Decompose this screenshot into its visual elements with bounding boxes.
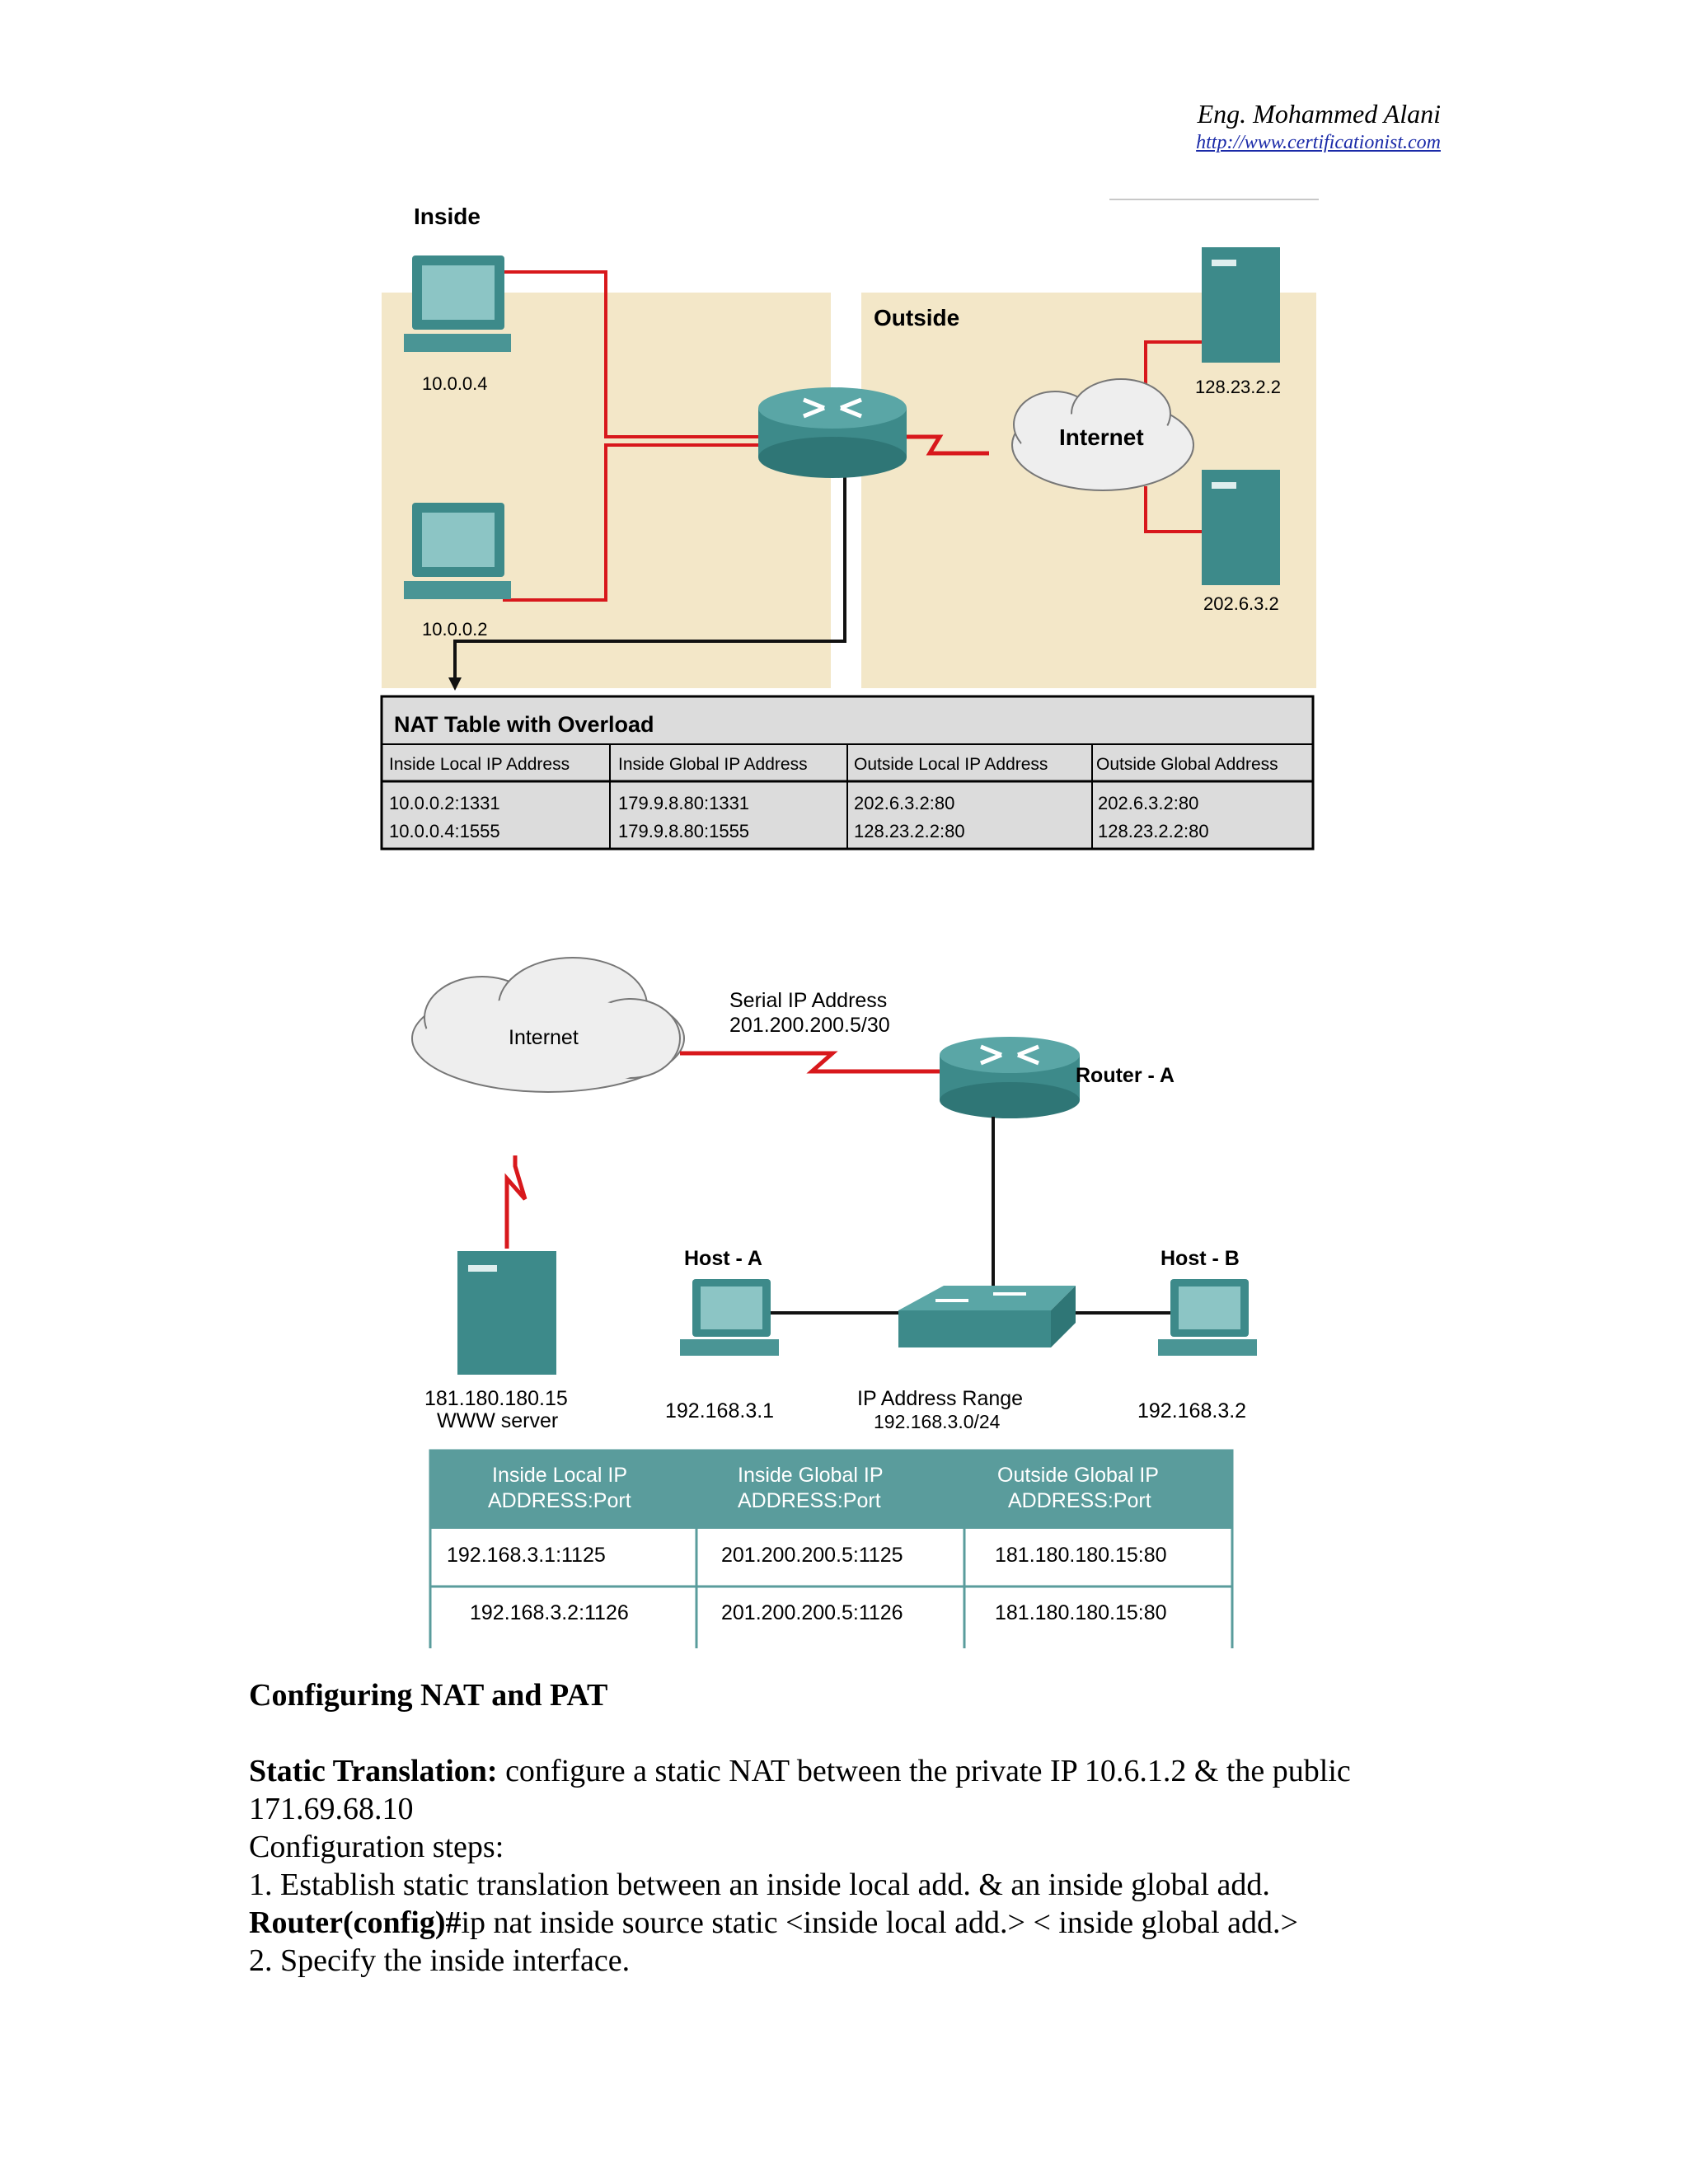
outside-label: Outside bbox=[874, 305, 959, 330]
command-line: Router(config)#ip nat inside source stat… bbox=[249, 1904, 1444, 1942]
pat-cell: 201.200.200.5:1125 bbox=[721, 1544, 903, 1567]
link-host-bottom bbox=[503, 443, 758, 602]
nat-cell: 202.6.3.2:80 bbox=[1098, 793, 1198, 813]
internet-label: Internet bbox=[1059, 424, 1144, 450]
server-ip: 181.180.180.15 bbox=[424, 1387, 568, 1410]
router-icon bbox=[940, 1037, 1080, 1118]
pat-header-cell: Outside Global IP bbox=[997, 1464, 1159, 1487]
server-icon bbox=[1202, 247, 1280, 363]
server-icon bbox=[457, 1251, 556, 1375]
step-2: 2. Specify the inside interface. bbox=[249, 1943, 631, 1978]
router-label: Router - A bbox=[1076, 1064, 1175, 1087]
link-server-bottom bbox=[1144, 486, 1203, 533]
static-translation-continuation: 171.69.68.10 bbox=[249, 1792, 414, 1826]
body-text: Configuring NAT and PAT Static Translati… bbox=[249, 1676, 1444, 1980]
nat-cell: 10.0.0.4:1555 bbox=[389, 821, 500, 841]
nat-table: NAT Table with Overload Inside Local IP … bbox=[380, 695, 1315, 851]
arrow-head-icon bbox=[448, 677, 462, 691]
pat-cell: 192.168.3.1:1125 bbox=[447, 1544, 606, 1567]
nat-overload-figure: Inside Outside 10.0.0.4 10.0.0.2 bbox=[379, 198, 1319, 857]
nat-header-cell: Inside Global IP Address bbox=[618, 755, 808, 774]
server-link bbox=[504, 1155, 528, 1249]
nat-table-title: NAT Table with Overload bbox=[394, 712, 654, 737]
pc-icon bbox=[404, 255, 511, 352]
pat-cell: 181.180.180.15:80 bbox=[995, 1601, 1167, 1624]
host-a-ip: 192.168.3.1 bbox=[665, 1399, 774, 1422]
switch-icon bbox=[898, 1286, 1076, 1347]
translation-path bbox=[453, 470, 846, 680]
internet-label: Internet bbox=[509, 1026, 579, 1049]
command-text: ip nat inside source static <inside loca… bbox=[461, 1905, 1298, 1940]
inside-label: Inside bbox=[414, 204, 481, 229]
pat-header-cell: ADDRESS:Port bbox=[1008, 1489, 1151, 1512]
pat-cell: 181.180.180.15:80 bbox=[995, 1544, 1167, 1567]
command-prompt: Router(config)# bbox=[249, 1905, 462, 1940]
host-a-label: Host - A bbox=[684, 1247, 762, 1270]
pat-header-cell: ADDRESS:Port bbox=[488, 1489, 631, 1512]
static-translation-paragraph: Static Translation: configure a static N… bbox=[249, 1752, 1444, 1790]
nat-header-cell: Outside Global Address bbox=[1096, 755, 1278, 774]
serial-ip: 201.200.200.5/30 bbox=[729, 1014, 890, 1037]
serial-link bbox=[680, 1051, 1010, 1074]
serial-label: Serial IP Address bbox=[729, 989, 887, 1012]
pc-icon bbox=[404, 503, 511, 599]
pat-figure: Internet Serial IP Address 201.200.200.5… bbox=[400, 948, 1290, 1648]
nat-header-cell: Inside Local IP Address bbox=[389, 755, 570, 774]
website-link[interactable]: http://www.certificationist.com bbox=[1196, 132, 1441, 153]
pat-cell: 201.200.200.5:1126 bbox=[721, 1601, 903, 1624]
internet-cloud-icon bbox=[411, 957, 685, 1093]
server-bottom-ip: 202.6.3.2 bbox=[1203, 593, 1279, 614]
host-b-label: Host - B bbox=[1160, 1247, 1240, 1270]
nat-cell: 179.9.8.80:1331 bbox=[618, 793, 749, 813]
page-header: Eng. Mohammed Alani http://www.certifica… bbox=[1196, 97, 1441, 155]
pat-header-cell: Inside Global IP bbox=[738, 1464, 884, 1487]
link-host-top bbox=[503, 270, 758, 438]
nat-cell: 179.9.8.80:1555 bbox=[618, 821, 749, 841]
header-divider bbox=[1109, 199, 1319, 200]
pat-header-cell: ADDRESS:Port bbox=[738, 1489, 881, 1512]
server-top-ip: 128.23.2.2 bbox=[1195, 377, 1281, 397]
pc-icon bbox=[1158, 1279, 1257, 1356]
serial-link bbox=[907, 434, 989, 456]
static-translation-label: Static Translation: bbox=[249, 1754, 498, 1788]
nat-header-cell: Outside Local IP Address bbox=[854, 755, 1048, 774]
static-translation-text: configure a static NAT between the priva… bbox=[497, 1754, 1351, 1788]
host-top-ip: 10.0.0.4 bbox=[422, 373, 488, 394]
section-heading: Configuring NAT and PAT bbox=[249, 1678, 608, 1713]
nat-cell: 128.23.2.2:80 bbox=[1098, 821, 1209, 841]
nat-cell: 10.0.0.2:1331 bbox=[389, 793, 500, 813]
server-icon bbox=[1202, 470, 1280, 585]
author-name: Eng. Mohammed Alani bbox=[1197, 99, 1441, 129]
pc-icon bbox=[680, 1279, 779, 1356]
nat-cell: 202.6.3.2:80 bbox=[854, 793, 954, 813]
steps-intro: Configuration steps: bbox=[249, 1830, 504, 1864]
pat-table: Inside Local IP ADDRESS:Port Inside Glob… bbox=[429, 1449, 1234, 1648]
host-bottom-ip: 10.0.0.2 bbox=[422, 619, 488, 640]
internet-cloud-icon bbox=[1011, 378, 1194, 491]
host-b-ip: 192.168.3.2 bbox=[1137, 1399, 1246, 1422]
nat-cell: 128.23.2.2:80 bbox=[854, 821, 965, 841]
range-label: IP Address Range bbox=[857, 1387, 1023, 1410]
router-icon bbox=[758, 387, 907, 478]
range-value: 192.168.3.0/24 bbox=[874, 1411, 1001, 1432]
pat-cell: 192.168.3.2:1126 bbox=[470, 1601, 629, 1624]
pat-header-cell: Inside Local IP bbox=[492, 1464, 627, 1487]
step-1: 1. Establish static translation between … bbox=[249, 1868, 1270, 1902]
server-label: WWW server bbox=[437, 1409, 558, 1432]
